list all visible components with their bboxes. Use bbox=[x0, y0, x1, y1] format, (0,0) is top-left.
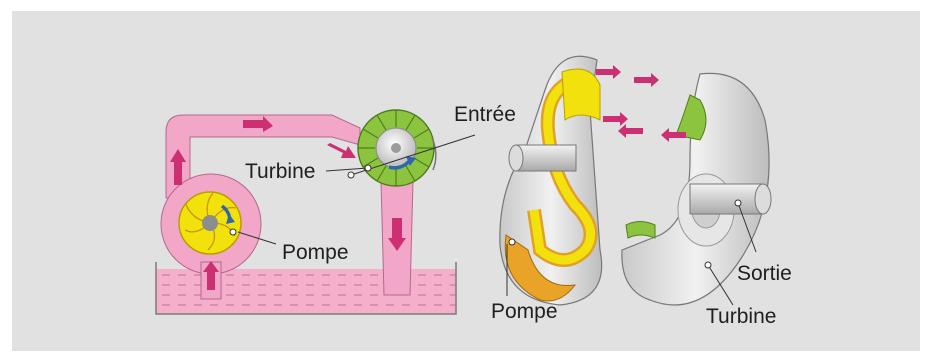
output-shaft bbox=[690, 184, 771, 214]
label-entree: Entrée bbox=[454, 103, 516, 126]
pump-3d-cutaway bbox=[500, 56, 602, 305]
label-pompe-left: Pompe bbox=[282, 241, 349, 264]
label-turbine-left: Turbine bbox=[245, 160, 315, 183]
pump-impeller bbox=[179, 192, 241, 254]
input-shaft bbox=[509, 145, 576, 171]
label-pompe-right: Pompe bbox=[491, 300, 558, 323]
label-turbine-right: Turbine bbox=[706, 305, 776, 328]
flow-arrow bbox=[596, 65, 686, 142]
label-sortie: Sortie bbox=[737, 262, 792, 285]
turbine-wheel bbox=[358, 110, 436, 186]
